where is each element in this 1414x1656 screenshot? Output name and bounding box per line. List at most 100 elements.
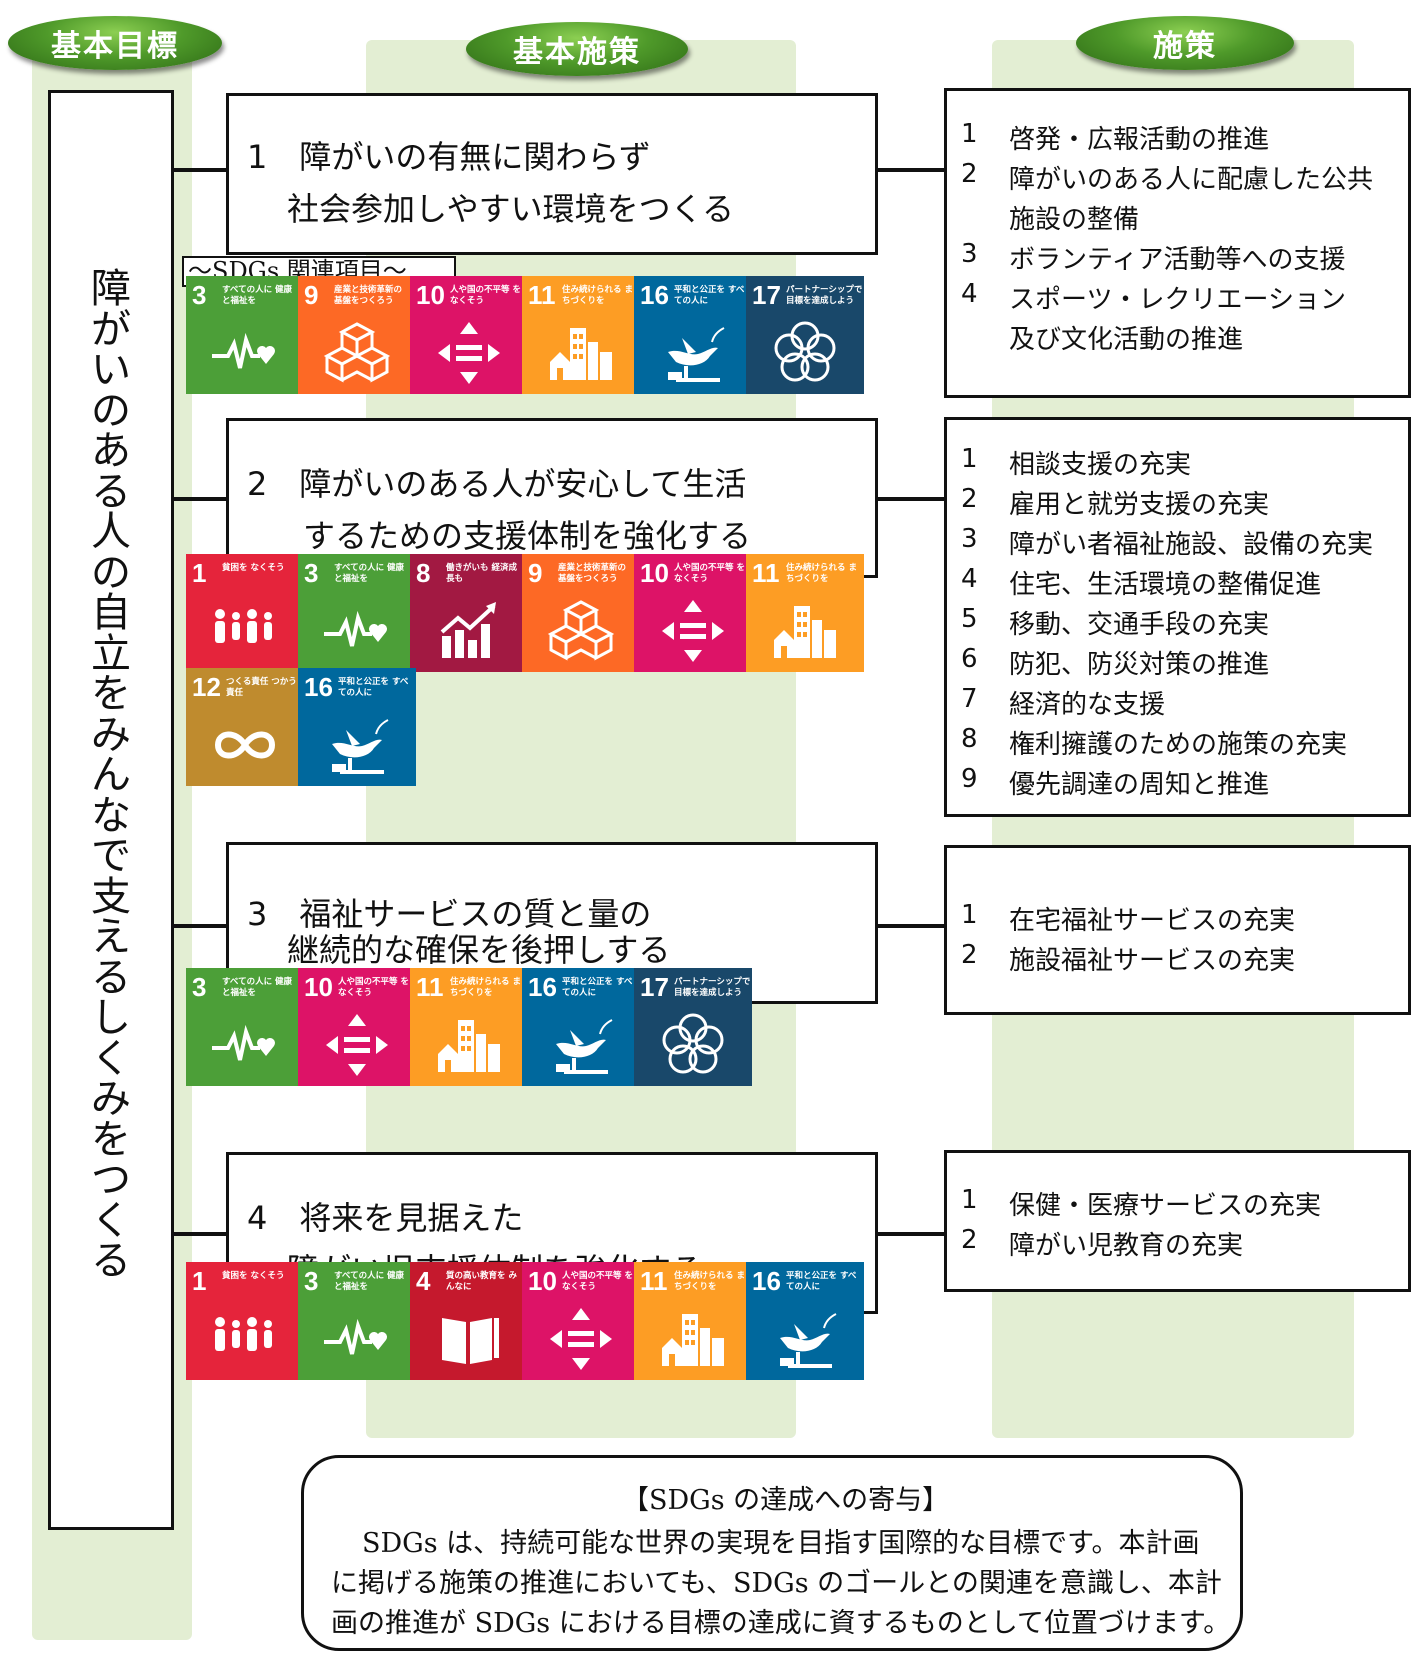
equality-icon bbox=[326, 1014, 388, 1076]
sdg-goal-label: 人や国の不平等 をなくそう bbox=[674, 563, 745, 584]
goal-text-char: 自 bbox=[91, 590, 131, 636]
goal-text-char: が bbox=[91, 306, 131, 353]
sdg-goal-label: 質の高い教育を みんなに bbox=[446, 1271, 517, 1292]
measure-number: 1 bbox=[961, 444, 978, 474]
measure-text: 在宅福祉サービスの充実 bbox=[1009, 906, 1296, 936]
sdg-goal-number: 10 bbox=[304, 972, 333, 1002]
measure-text: スポーツ・レクリエーション bbox=[1009, 285, 1346, 315]
goal-text-char: つ bbox=[91, 1157, 131, 1203]
note-line: に掲げる施策の推進においても、SDGs のゴールとの関連を意識し、本計 bbox=[331, 1568, 1222, 1599]
city-icon bbox=[662, 1314, 724, 1366]
sdg-goal-label: 平和と公正を すべての人に bbox=[338, 677, 409, 698]
goal-text-char: し bbox=[91, 995, 131, 1041]
sdg-goal-label: 貧困を なくそう bbox=[222, 563, 285, 573]
people-icon bbox=[215, 1317, 272, 1351]
goal-text-char: 立 bbox=[91, 630, 131, 677]
sdg-goal-number: 16 bbox=[304, 672, 333, 702]
goal-text-char: い bbox=[91, 347, 131, 393]
measures-header: 施策 bbox=[1076, 16, 1294, 70]
sdg-goal-number: 10 bbox=[416, 280, 445, 310]
sdg-goal-number: 10 bbox=[640, 558, 669, 588]
measure-text: 啓発・広報活動の推進 bbox=[1009, 125, 1270, 155]
sdg-goal-number: 1 bbox=[192, 1266, 207, 1296]
city-icon bbox=[438, 1020, 500, 1072]
dove-icon bbox=[332, 719, 389, 774]
policy-box-1: 1 障がいの有無に関わらず 社会参加しやすい環境をつくる bbox=[226, 93, 878, 255]
policy-line: 4 将来を見据えた bbox=[247, 1199, 524, 1237]
sdg-goal-label: すべての人に 健康と福祉を bbox=[334, 1271, 405, 1292]
city-icon bbox=[774, 606, 836, 658]
sdg-goal-label: 人や国の不平等 をなくそう bbox=[338, 977, 409, 998]
sdg-goal-number: 16 bbox=[640, 280, 669, 310]
sdg-goal-number: 1 bbox=[192, 558, 207, 588]
sdg-goal-3-tile: 3 すべての人に 健康と福祉を bbox=[298, 1262, 416, 1380]
sdg-goal-label: 平和と公正を すべての人に bbox=[562, 977, 633, 998]
measure-text: 防犯、防災対策の推進 bbox=[1009, 650, 1270, 680]
goal-text-char: で bbox=[91, 833, 131, 879]
sdg-goal-label: パートナーシップで 目標を達成しよう bbox=[674, 977, 751, 998]
sdg-goal-number: 11 bbox=[752, 558, 780, 588]
basic-goal-text: 障がいのある人の自立をみんなで支えるしくみをつくる bbox=[51, 269, 171, 1282]
sdg-goal-label: 住み続けられる まちづくりを bbox=[786, 563, 857, 584]
sdg-goal-number: 10 bbox=[528, 1266, 557, 1296]
equality-icon bbox=[662, 600, 724, 662]
sdg-goal-number: 3 bbox=[304, 1266, 319, 1296]
measure-text: 雇用と就労支援の充実 bbox=[1009, 490, 1270, 520]
sdg-goal-number: 17 bbox=[640, 972, 669, 1002]
goal-text-char: く bbox=[91, 1197, 131, 1244]
sdg-goal-11-tile: 11 住み続けられる まちづくりを bbox=[746, 554, 864, 672]
growth-chart-icon bbox=[440, 602, 496, 658]
heartbeat-icon bbox=[212, 332, 275, 369]
goal-text-char: 障 bbox=[91, 266, 131, 312]
measure-number: 8 bbox=[961, 724, 978, 754]
measure-number: 5 bbox=[961, 604, 978, 634]
policy-line: 社会参加しやすい環境をつくる bbox=[287, 190, 735, 228]
sdg-goal-number: 12 bbox=[192, 672, 221, 702]
cubes-icon bbox=[323, 322, 391, 383]
measure-text: 移動、交通手段の充実 bbox=[1009, 610, 1270, 640]
measure-text: 障がいのある人に配慮した公共 bbox=[1009, 165, 1374, 195]
sdg-goal-label: 平和と公正を すべての人に bbox=[786, 1271, 857, 1292]
sdg-goal-number: 11 bbox=[416, 972, 444, 1002]
measure-text: 保健・医療サービスの充実 bbox=[1009, 1191, 1322, 1221]
measure-number: 1 bbox=[961, 1185, 978, 1215]
policy-line: するための支援体制を強化する bbox=[303, 517, 752, 555]
sdg-goal-number: 11 bbox=[640, 1266, 668, 1296]
measure-text: 障がい児教育の充実 bbox=[1009, 1231, 1244, 1261]
measure-number: 3 bbox=[961, 524, 978, 554]
goal-text-char: る bbox=[91, 468, 131, 515]
infinity-icon bbox=[214, 731, 276, 759]
sdg-goal-number: 3 bbox=[192, 280, 207, 310]
measure-number: 4 bbox=[961, 279, 978, 309]
sdg-goal-label: 平和と公正を すべての人に bbox=[674, 285, 745, 306]
goal-header: 基本目標 bbox=[8, 16, 222, 70]
sdg-goal-label: 人や国の不平等 をなくそう bbox=[450, 285, 521, 306]
measure-text: 権利擁護のための施策の充実 bbox=[1009, 730, 1348, 760]
sdg-goal-number: 11 bbox=[528, 280, 556, 310]
measure-number: 2 bbox=[961, 484, 978, 514]
note-title: 【SDGs の達成への寄与】 bbox=[622, 1485, 950, 1516]
goal-text-char: を bbox=[91, 1116, 131, 1163]
goal-text-char: あ bbox=[91, 428, 131, 474]
measure-number: 6 bbox=[961, 644, 978, 674]
goal-text-char: く bbox=[91, 1035, 131, 1082]
policy-header: 基本施策 bbox=[466, 22, 688, 76]
book-icon bbox=[442, 1318, 499, 1364]
heartbeat-icon bbox=[212, 1024, 275, 1061]
goal-text-char: る bbox=[91, 1238, 131, 1284]
goal-text-char: み bbox=[91, 711, 131, 758]
measure-number: 4 bbox=[961, 564, 978, 594]
measure-text: 住宅、生活環境の整備促進 bbox=[1009, 570, 1322, 600]
sdg-goal-label: 住み続けられる まちづくりを bbox=[562, 285, 633, 306]
sdg-goal-number: 16 bbox=[752, 1266, 781, 1296]
